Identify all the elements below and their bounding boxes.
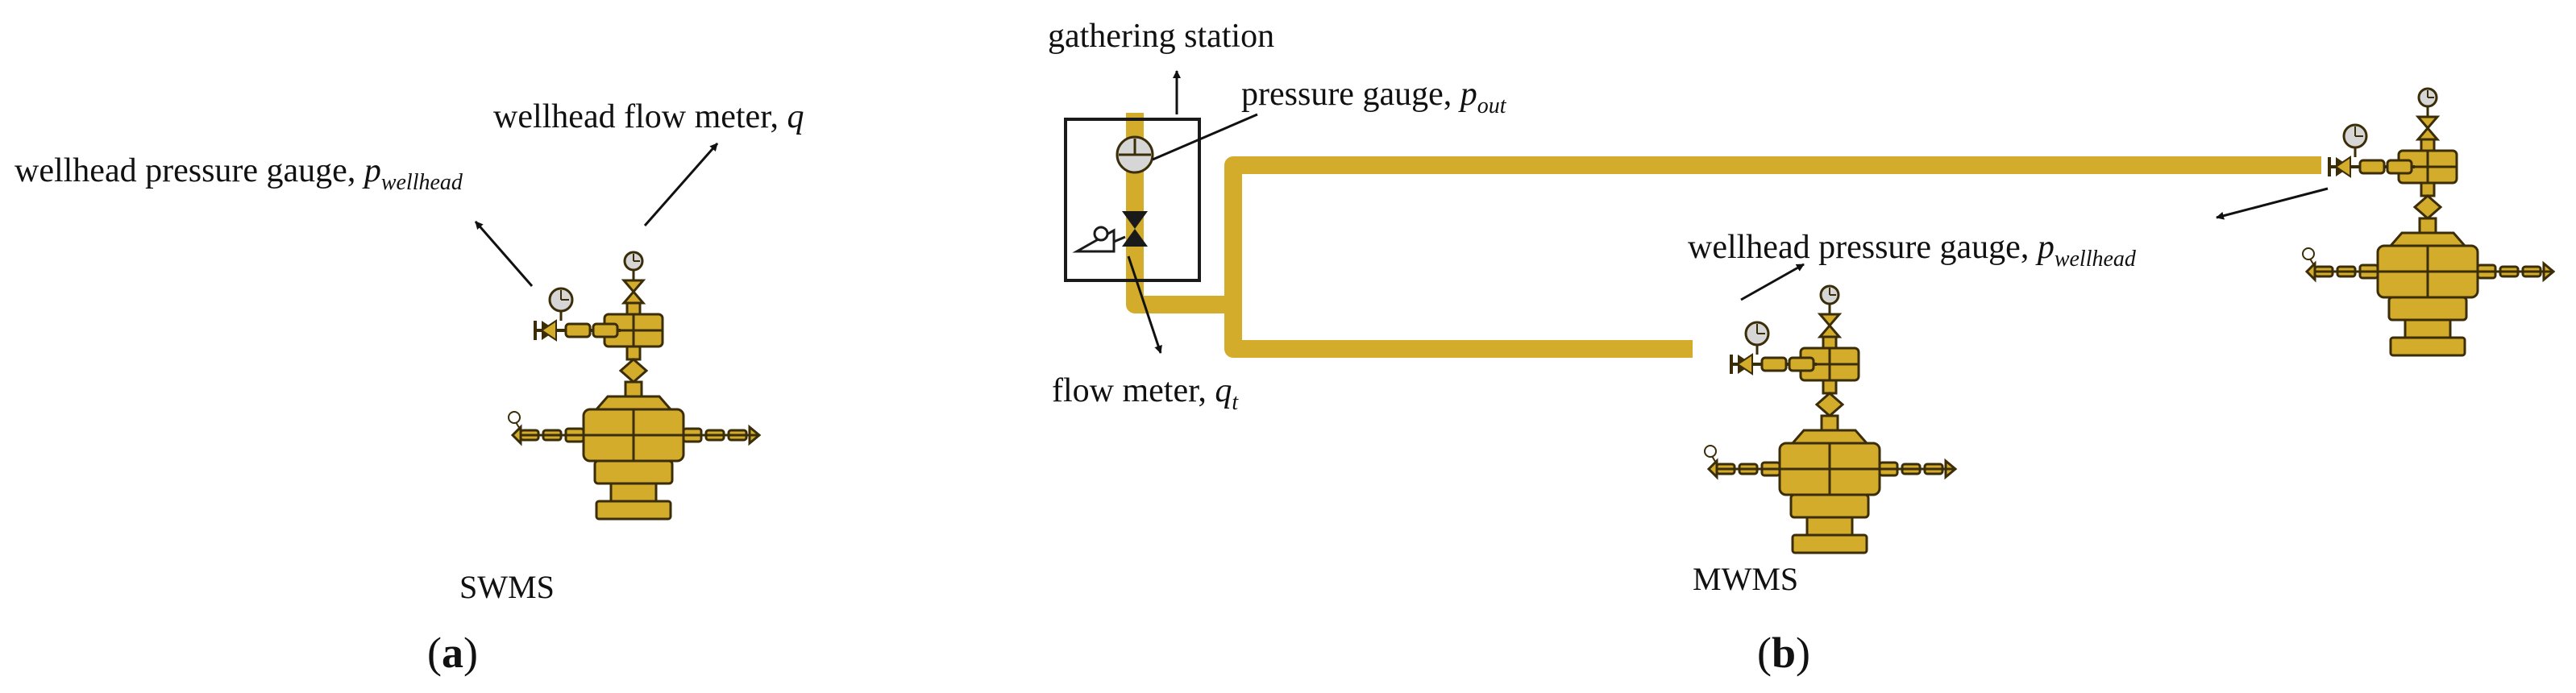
caption-a: (a) xyxy=(427,629,478,677)
arrow-wellhead-pressure-b2 xyxy=(2216,187,2329,220)
swms-wellhead-tree xyxy=(507,251,761,521)
arrow-wellhead-pressure-a xyxy=(474,221,534,287)
arrow-pressure-out xyxy=(1152,113,1258,161)
gathering-station-label: gathering station xyxy=(1048,18,1274,55)
pressure-out-label: pressure gauge, pout xyxy=(1241,76,1507,118)
wellhead-pressure-label-a: wellhead pressure gauge, pwellhead xyxy=(15,152,463,195)
mwms-wellhead-tree-right xyxy=(2301,87,2555,357)
mwms-wellhead-tree-left xyxy=(1703,284,1957,554)
flow-meter-label: flow meter, qt xyxy=(1052,372,1239,415)
wellhead-pressure-label-b: wellhead pressure gauge, pwellhead xyxy=(1688,229,2137,272)
flow-meter-symbol xyxy=(1072,211,1148,253)
gathering-station-box xyxy=(1064,118,1201,282)
pressure-gauge-out xyxy=(1116,135,1154,174)
mwms-label: MWMS xyxy=(1693,561,1798,597)
panel-a: wellhead pressure gauge, pwellhead wellh… xyxy=(15,98,804,677)
arrow-wellhead-flow-a xyxy=(643,143,719,226)
swms-label: SWMS xyxy=(459,569,555,605)
wellhead-flow-label-a: wellhead flow meter, q xyxy=(493,98,804,135)
caption-b: (b) xyxy=(1757,629,1810,677)
panel-b: gathering station pressure gauge, pout f… xyxy=(1048,18,2555,677)
arrow-wellhead-pressure-b1 xyxy=(1740,263,1805,301)
arrow-flow-meter-line xyxy=(1127,255,1162,354)
